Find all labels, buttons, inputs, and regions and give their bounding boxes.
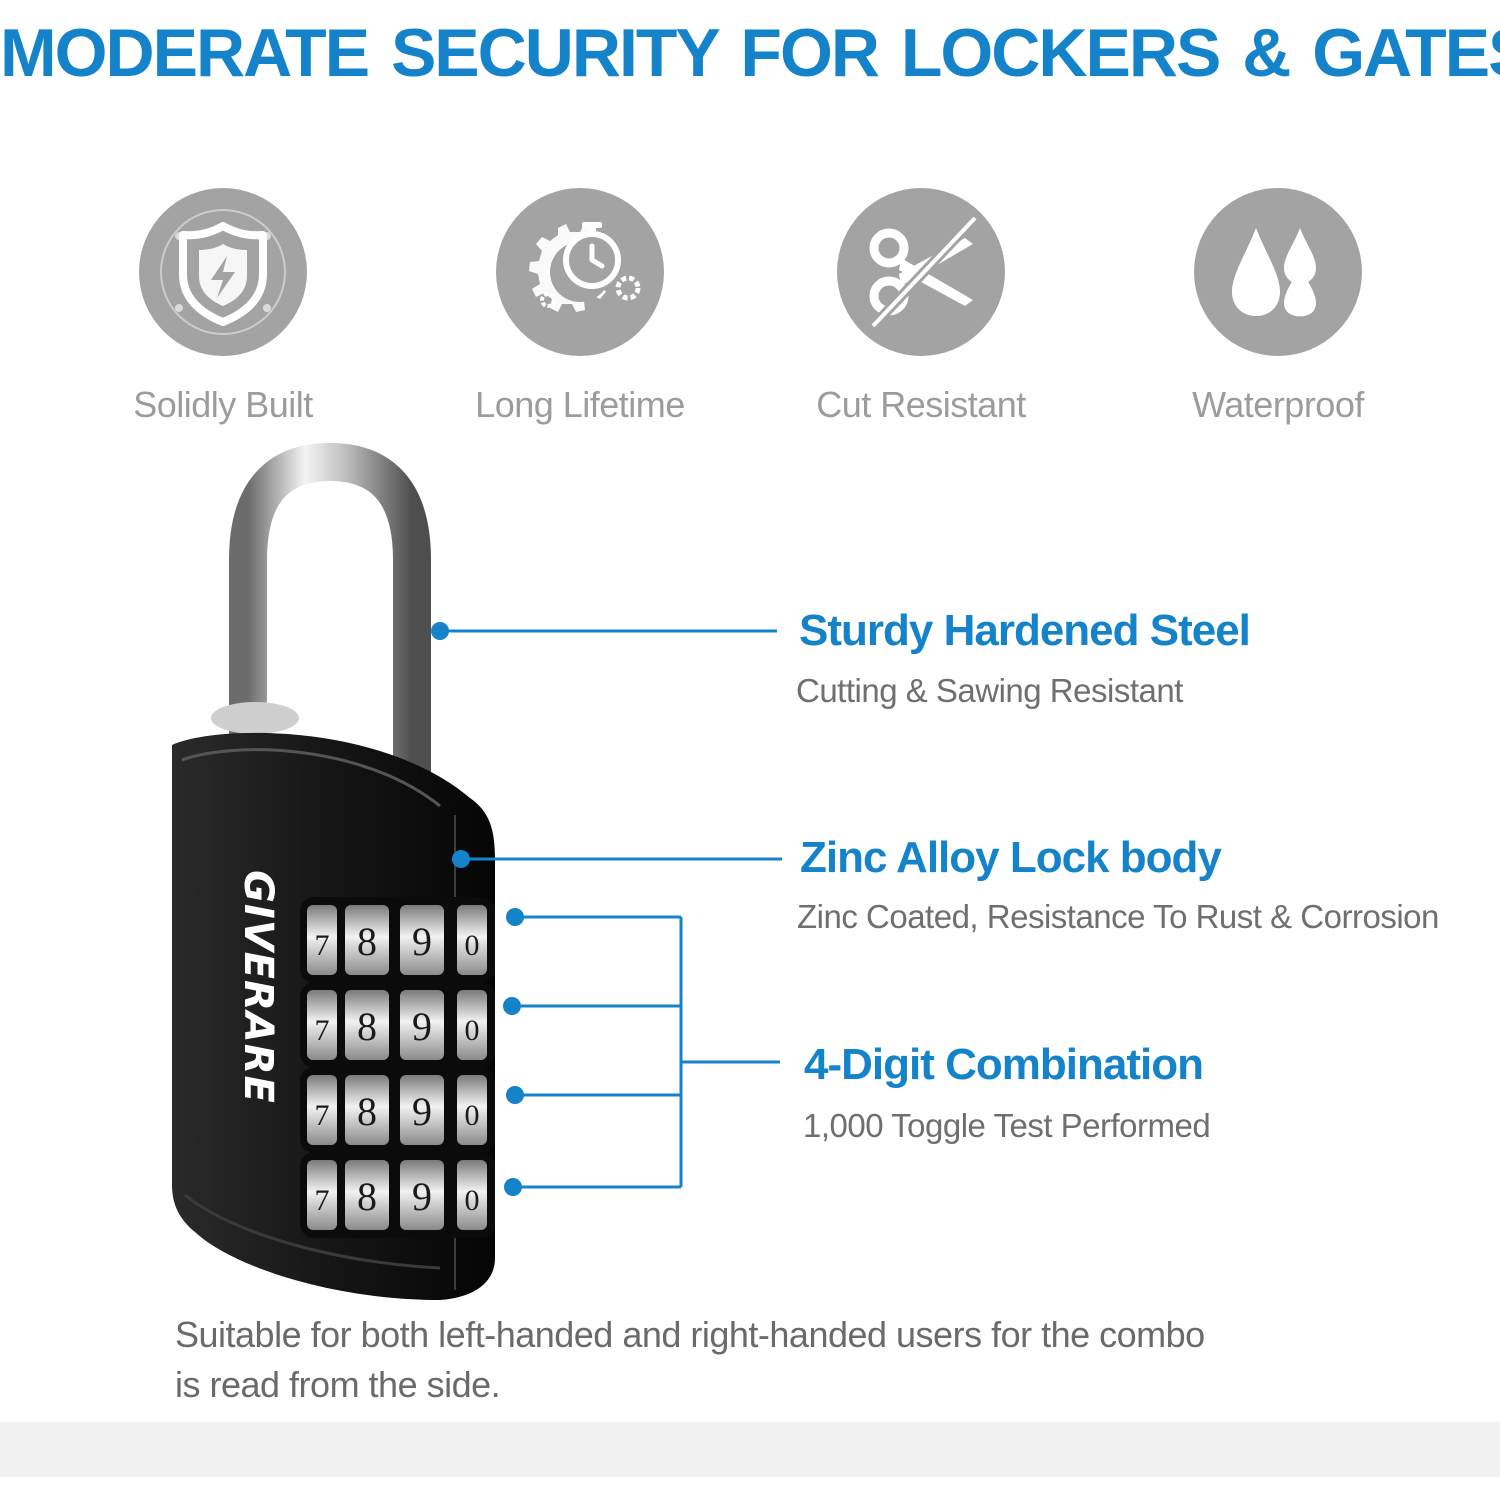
dial-wheel[interactable] [457,990,487,1060]
dial-wheel[interactable] [400,990,444,1060]
dial-wheel[interactable] [400,1075,444,1145]
dial-digit: 7 [315,1014,330,1047]
dial-digit: 0 [465,1014,480,1047]
usage-note: Suitable for both left-handed and right-… [175,1314,1205,1405]
feature-label: Cut Resistant [816,384,1026,425]
callout-subtitle-body: Zinc Coated, Resistance To Rust & Corros… [797,898,1439,935]
feature-label: Solidly Built [133,384,313,425]
brand-logo: GIVERARE [235,870,281,1104]
dial-wheel[interactable] [400,1160,444,1230]
gear-stopwatch-icon [496,188,664,356]
feature-long-lifetime: Long Lifetime [420,188,740,426]
feature-label: Waterproof [1192,384,1364,425]
dial-digit: 9 [412,1004,432,1049]
dial-wheel[interactable] [307,1075,337,1145]
dial-digit: 9 [412,1174,432,1219]
dial-digit: 8 [357,919,377,964]
callout-subtitle-shackle: Cutting & Sawing Resistant [796,672,1183,709]
dial-wheel[interactable] [307,905,337,975]
dial-wheel[interactable] [345,1075,389,1145]
dial-wheel[interactable] [345,905,389,975]
scissors-crossed-icon [837,188,1005,356]
dial-digit: 8 [357,1004,377,1049]
dial-wheel[interactable] [307,990,337,1060]
feature-waterproof: Waterproof [1118,188,1438,426]
dial-wheel[interactable] [457,1160,487,1230]
callout-title-body: Zinc Alloy Lock body [800,833,1222,882]
dial-digit: 0 [465,1184,480,1217]
dial-digit: 7 [315,1184,330,1217]
dial-wheel[interactable] [345,990,389,1060]
callout-subtitle-combination: 1,000 Toggle Test Performed [803,1107,1211,1144]
feature-label: Long Lifetime [475,384,685,425]
feature-cut-resistant: Cut Resistant [761,188,1081,426]
water-drops-icon [1194,188,1362,356]
dial-digit: 8 [357,1174,377,1219]
dial-digit: 7 [315,1099,330,1132]
shield-lightning-icon [139,188,307,356]
dial-digit: 0 [465,929,480,962]
dial-digit: 9 [412,1089,432,1134]
dial-digit: 8 [357,1089,377,1134]
dial-wheel[interactable] [457,1075,487,1145]
dial-wheel[interactable] [457,905,487,975]
dial-wheel[interactable] [307,1160,337,1230]
callout-title-combination: 4-Digit Combination [804,1040,1204,1089]
page-headline: MODERATE SECURITY FOR LOCKERS & GATES [0,15,1500,91]
dial-wheel[interactable] [400,905,444,975]
feature-solidly-built: Solidly Built [63,188,383,426]
footer-band [0,1422,1500,1477]
dial-digit: 7 [315,929,330,962]
dial-wheel[interactable] [345,1160,389,1230]
dial-digit: 0 [465,1099,480,1132]
callout-title-shackle: Sturdy Hardened Steel [799,606,1251,655]
dial-digit: 9 [412,919,432,964]
